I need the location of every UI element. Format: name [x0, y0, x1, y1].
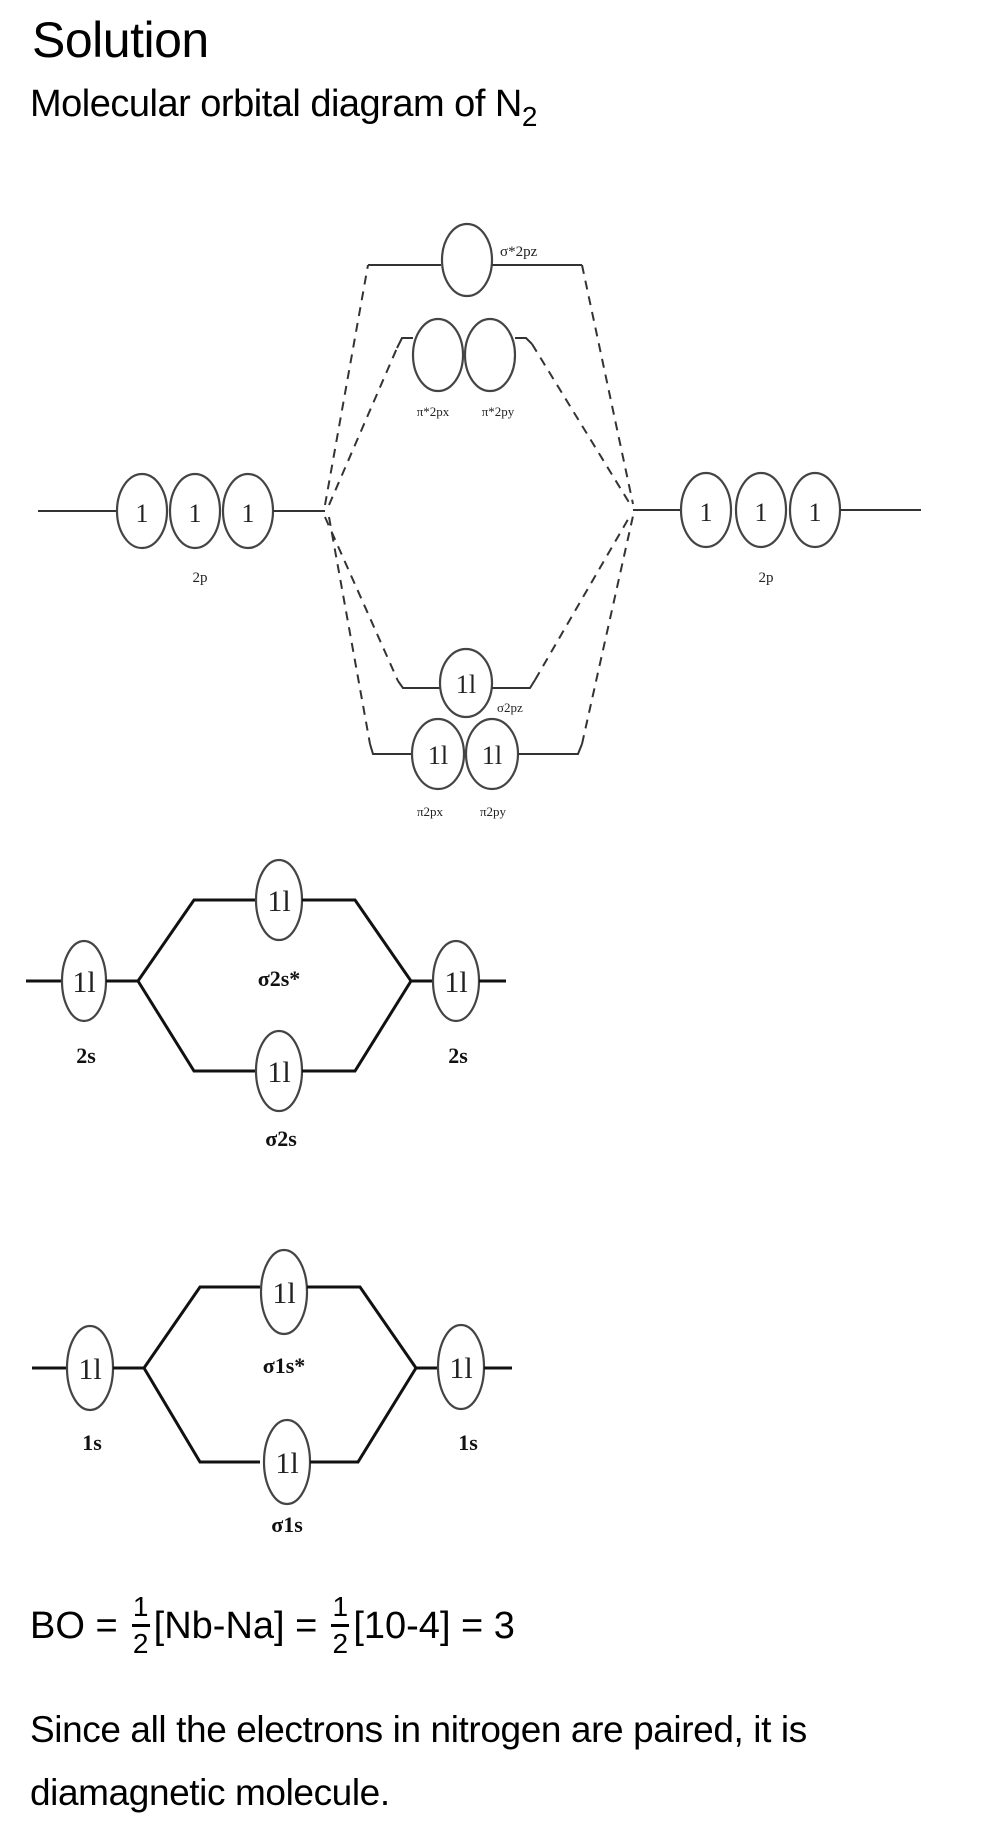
diagram-title-subscript: 2 — [521, 101, 538, 132]
electron-label: 1 — [136, 499, 149, 528]
orbital-circle — [115, 472, 169, 550]
equation-lhs: BO = — [30, 1604, 118, 1647]
mo-pi-2p: 1l 1l π2px π2py — [369, 717, 583, 819]
orbital-label: 2p — [759, 570, 774, 586]
orbital-label: π*2py — [482, 404, 515, 419]
electron-label: 1 — [755, 498, 768, 527]
atomic-orbital-2p-left: 1 1 1 2p — [38, 472, 325, 586]
orbital-circle — [410, 717, 466, 791]
section-2p: 1 1 1 2p 1 1 1 2p σ*2pz — [38, 222, 921, 819]
orbital-label: 1s — [82, 1430, 102, 1455]
orbital-label: σ2s* — [258, 966, 301, 991]
electron-label: 1l — [275, 1447, 298, 1480]
diagram-title: Molecular orbital diagram of N2 — [30, 80, 537, 141]
fraction-bar — [331, 1624, 350, 1627]
fraction-bar — [131, 1624, 150, 1627]
fraction-denominator: 2 — [332, 1628, 349, 1659]
orbital-circle — [679, 471, 733, 549]
bond-order-equation: BO = 1 2 [Nb-Na] = 1 2 [10-4] = 3 — [30, 1592, 515, 1659]
electron-label: 1l — [482, 741, 502, 770]
fraction-numerator: 1 — [332, 1591, 349, 1622]
orbital-circle — [463, 317, 517, 393]
orbital-circle — [438, 647, 494, 719]
section-2s: 1l 2s 1l σ2s* 1l σ2s 1l 2s — [26, 858, 506, 1151]
electron-label: 1 — [700, 498, 713, 527]
diagram-title-text: Molecular orbital diagram of N — [30, 83, 522, 125]
orbital-circle — [168, 472, 222, 550]
electron-label: 1l — [267, 885, 290, 918]
electron-label: 1 — [189, 499, 202, 528]
fraction-half: 1 2 — [331, 1591, 350, 1659]
section-1s: 1l 1s 1l σ1s* 1l σ1s 1l 1s — [32, 1248, 512, 1537]
orbital-label: 2s — [448, 1043, 468, 1068]
orbital-circle — [411, 317, 465, 393]
orbital-label: 2p — [193, 570, 208, 586]
electron-label: 1l — [72, 966, 95, 999]
orbital-label: 1s — [458, 1430, 478, 1455]
conclusion-text: Since all the electrons in nitrogen are … — [30, 1709, 807, 1813]
orbital-label: σ2pz — [497, 700, 523, 715]
electron-label: 1l — [428, 741, 448, 770]
orbital-label: π2py — [480, 804, 507, 819]
fraction-numerator: 1 — [132, 1591, 149, 1622]
electron-label: 1 — [242, 499, 255, 528]
electron-label: 1 — [809, 498, 822, 527]
fraction-denominator: 2 — [132, 1628, 149, 1659]
orbital-label: σ1s* — [263, 1353, 306, 1378]
equation-expression-2: [10-4] = 3 — [353, 1604, 515, 1647]
electron-label: 1l — [272, 1277, 295, 1310]
orbital-circle — [440, 222, 494, 298]
mo-sigma-2pz: 1l σ2pz — [397, 647, 536, 719]
orbital-label: 2s — [76, 1043, 96, 1068]
orbital-label: σ1s — [271, 1512, 303, 1537]
electron-label: 1l — [449, 1352, 472, 1385]
electron-label: 1l — [444, 966, 467, 999]
equation-expression-1: [Nb-Na] = — [153, 1604, 318, 1647]
solution-heading: Solution — [32, 12, 209, 68]
electron-label: 1l — [456, 670, 476, 699]
orbital-circle — [734, 471, 788, 549]
electron-label: 1l — [78, 1353, 101, 1386]
mo-sigma-star-2pz: σ*2pz — [368, 222, 582, 298]
fraction-half: 1 2 — [131, 1591, 150, 1659]
mo-diagram: 1 1 1 2p 1 1 1 2p σ*2pz — [26, 222, 921, 1537]
orbital-label: σ2s — [265, 1126, 297, 1151]
mo-pi-star-2p: π*2px π*2py — [396, 317, 533, 419]
mo-sigma-star-1s — [259, 1248, 309, 1336]
electron-label: 1l — [267, 1056, 290, 1089]
orbital-label: σ*2pz — [500, 244, 538, 260]
orbital-label: π2px — [417, 804, 444, 819]
atomic-orbital-2p-right: 1 1 1 2p — [633, 471, 921, 586]
correlation-lines-2p — [324, 264, 634, 745]
orbital-label: π*2px — [417, 404, 450, 419]
